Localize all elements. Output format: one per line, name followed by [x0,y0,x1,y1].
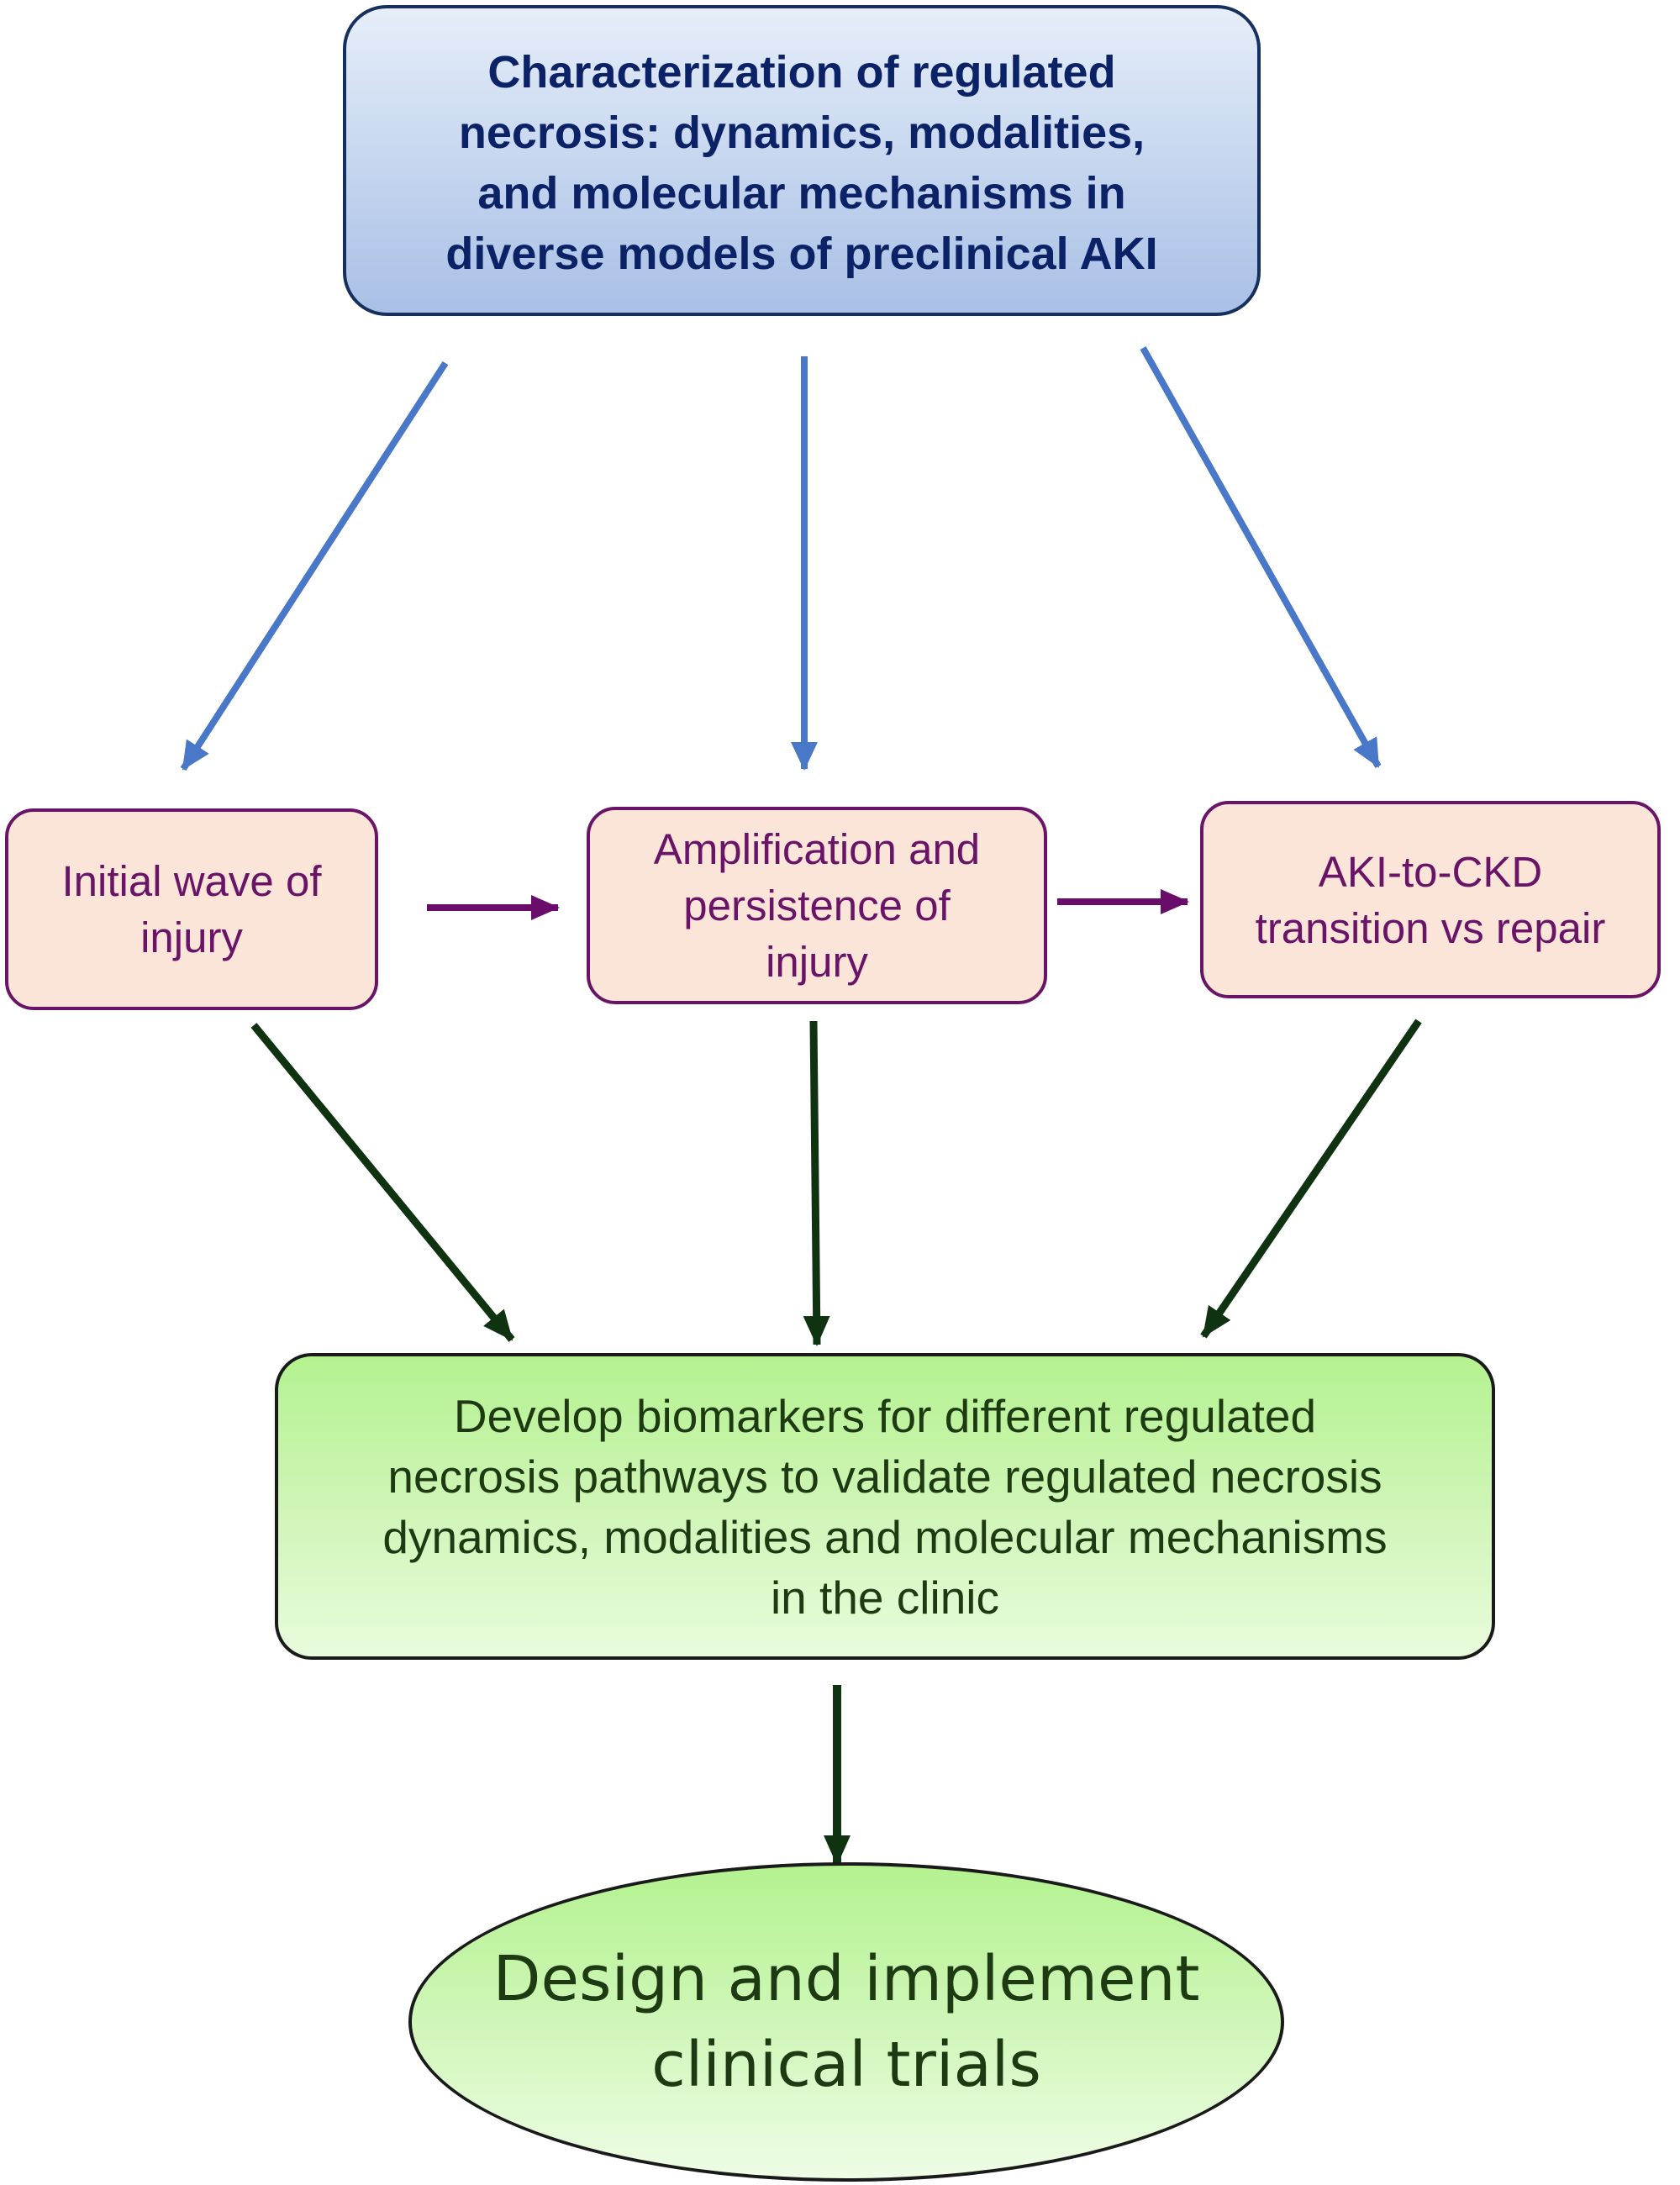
characterization-text-line: diverse models of preclinical AKI [445,229,1158,279]
arrow-stage-2-to-biomarkers [803,1020,830,1346]
stage-text-line: persistence of [683,882,951,929]
stage-text-line: Amplification and [653,825,981,873]
stage-initial-wave-box: Initial wave of injury [5,808,378,1010]
biomarkers-box: Develop biomarkers for different regulat… [275,1353,1495,1660]
clinical-trials-ellipse: Design and implement clinical trials [408,1862,1284,2182]
stage-aki-to-ckd-box: AKI-to-CKD transition vs repair [1200,801,1661,998]
characterization-text-line: Characterization of regulated [487,47,1116,97]
stage-text-line: injury [766,938,868,986]
stage-text-line: injury [140,913,243,961]
arrow-stage-1-to-biomarkers [250,1023,515,1342]
arrow-top-to-stage-3 [1140,346,1382,768]
characterization-text-line: necrosis: dynamics, modalities, [458,108,1145,158]
clinical-trials-text-line: clinical trials [651,2029,1041,2101]
stage-text-line: transition vs repair [1255,903,1606,952]
arrow-stage-3-to-biomarkers [1200,1019,1422,1339]
biomarkers-text-line: dynamics, modalities and molecular mecha… [382,1510,1388,1563]
characterization-box: Characterization of regulated necrosis: … [343,5,1261,316]
stage-text-line: Initial wave of [61,857,322,905]
biomarkers-text-line: in the clinic [770,1571,1000,1624]
arrow-top-to-stage-1 [180,361,449,771]
stage-amplification-box: Amplification and persistence of injury [587,807,1047,1004]
stage-text-line: AKI-to-CKD [1318,847,1543,896]
biomarkers-text-line: necrosis pathways to validate regulated … [387,1450,1382,1503]
biomarkers-text-line: Develop biomarkers for different regulat… [453,1389,1317,1442]
clinical-trials-text-line: Design and implement [492,1943,1200,2015]
characterization-text-line: and molecular mechanisms in [477,168,1126,218]
